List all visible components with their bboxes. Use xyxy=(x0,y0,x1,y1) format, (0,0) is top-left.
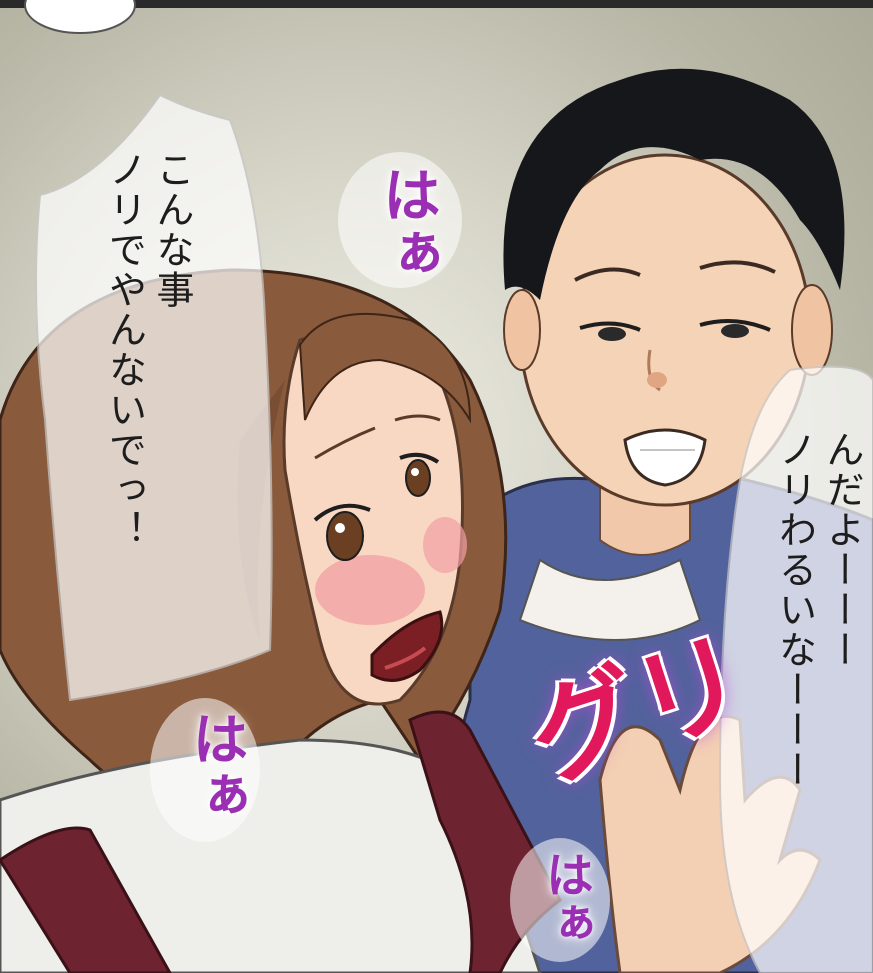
sfx-haa-left: はぁ xyxy=(183,710,248,822)
girl-speech-text: こんな事 ノリでやんないでっ！ xyxy=(102,150,195,550)
sfx-haa-bottom: はぁ xyxy=(537,850,593,946)
sfx-haa-top: はぁ xyxy=(373,165,441,281)
boy-speech-text: んだよーーー ノリわるいなーーー xyxy=(772,430,865,790)
